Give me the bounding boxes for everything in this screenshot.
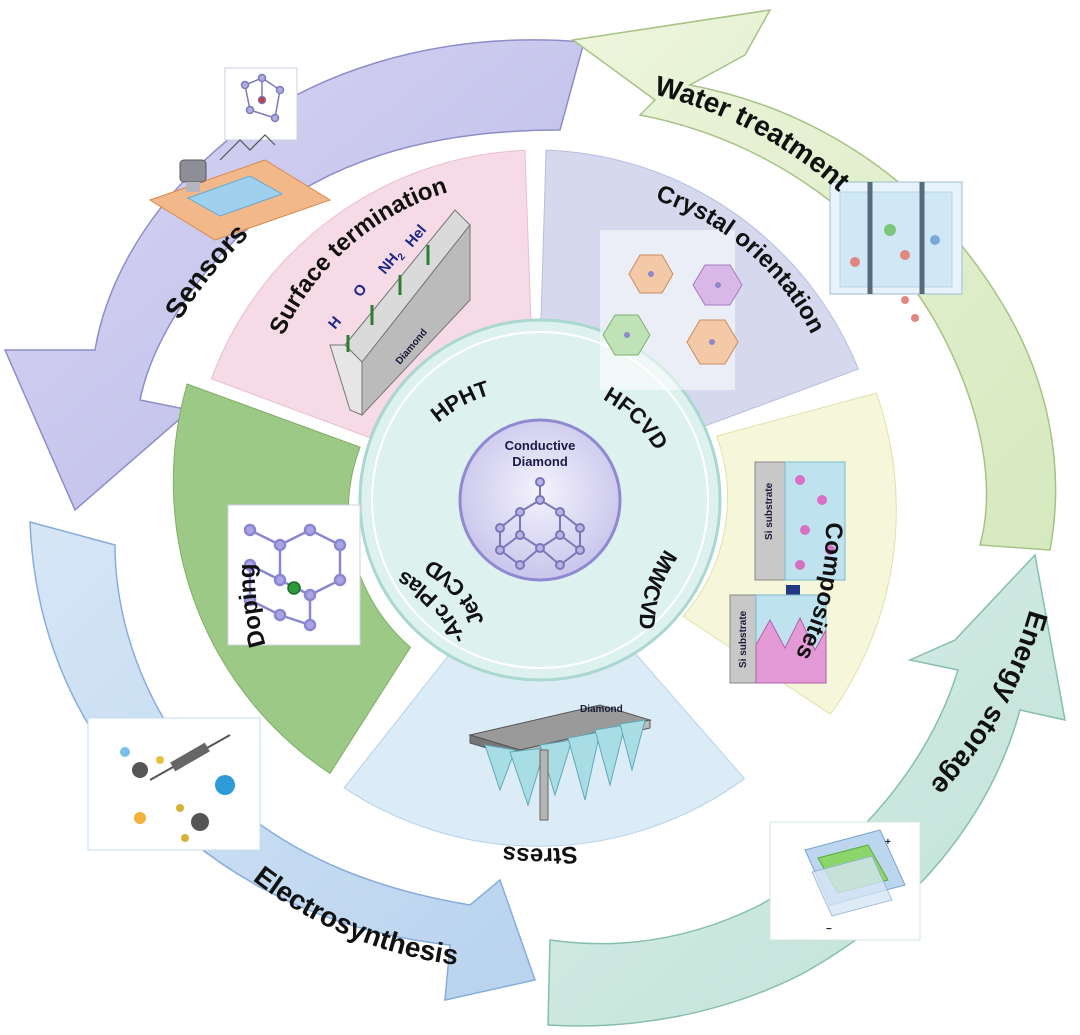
energy-storage-illustration: + − [769, 821, 921, 941]
stress-diamond-label: Diamond [580, 704, 623, 715]
diamond-lattice-icon [495, 477, 585, 570]
svg-text:−: − [826, 924, 832, 935]
stress-label: Stress [501, 840, 579, 869]
svg-text:+: + [885, 837, 891, 848]
crystal-orientation-illustration [600, 230, 743, 390]
composite-si-bottom-label: Si substrate [738, 610, 749, 668]
doping-illustration [227, 504, 361, 646]
sensors-illustration [148, 67, 332, 241]
core-label-line1: Conductive [505, 438, 576, 453]
stress-illustration: Diamond [468, 704, 652, 821]
core-label-line2: Diamond [512, 454, 568, 469]
electrosynthesis-illustration [87, 717, 261, 851]
composite-si-top-label: Si substrate [764, 482, 775, 540]
water-treatment-illustration [829, 181, 963, 322]
composites-illustration: Si substrate Si substrate [729, 461, 846, 684]
